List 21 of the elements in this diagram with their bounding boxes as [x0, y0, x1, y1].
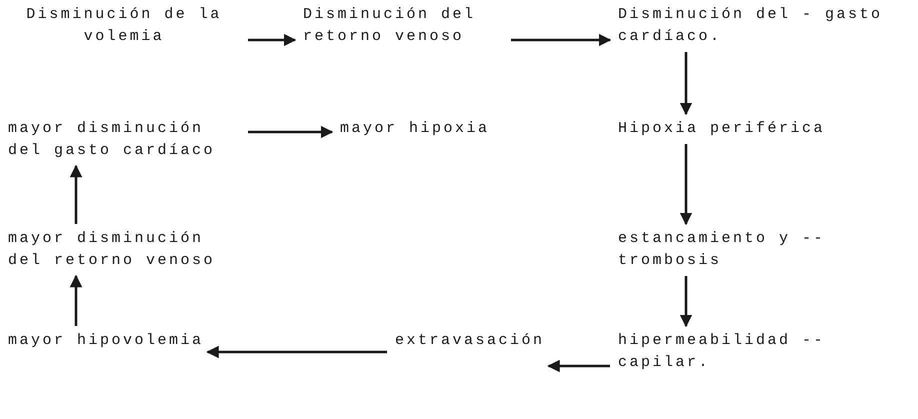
- flow-step-text: estancamiento y -- trombosis: [618, 229, 826, 271]
- flow-step-text: mayor disminución del retorno venoso: [8, 229, 216, 271]
- arrow: [248, 34, 296, 46]
- flow-step-text: Disminución del retorno venoso: [303, 5, 477, 47]
- flow-step-text: Disminución del - gasto cardíaco.: [618, 5, 884, 47]
- flow-step-text: extravasación: [395, 331, 545, 351]
- flow-step-text: hipermeabilidad -- capilar.: [618, 331, 826, 373]
- flow-step-text: mayor hipoxia: [340, 119, 490, 139]
- arrow: [547, 360, 610, 372]
- flow-step-text: Disminución de la volemia: [25, 5, 223, 47]
- flow-step-text: Hipoxia periférica: [618, 119, 826, 139]
- arrow: [680, 276, 692, 328]
- arrow: [680, 52, 692, 116]
- arrow: [511, 34, 612, 46]
- arrow: [70, 164, 82, 224]
- arrow: [248, 126, 334, 138]
- arrow: [680, 144, 692, 226]
- arrow: [70, 274, 82, 326]
- flow-step-text: mayor disminución del gasto cardíaco: [8, 119, 216, 161]
- flow-step-text: mayor hipovolemia: [8, 331, 204, 351]
- arrow: [206, 346, 387, 358]
